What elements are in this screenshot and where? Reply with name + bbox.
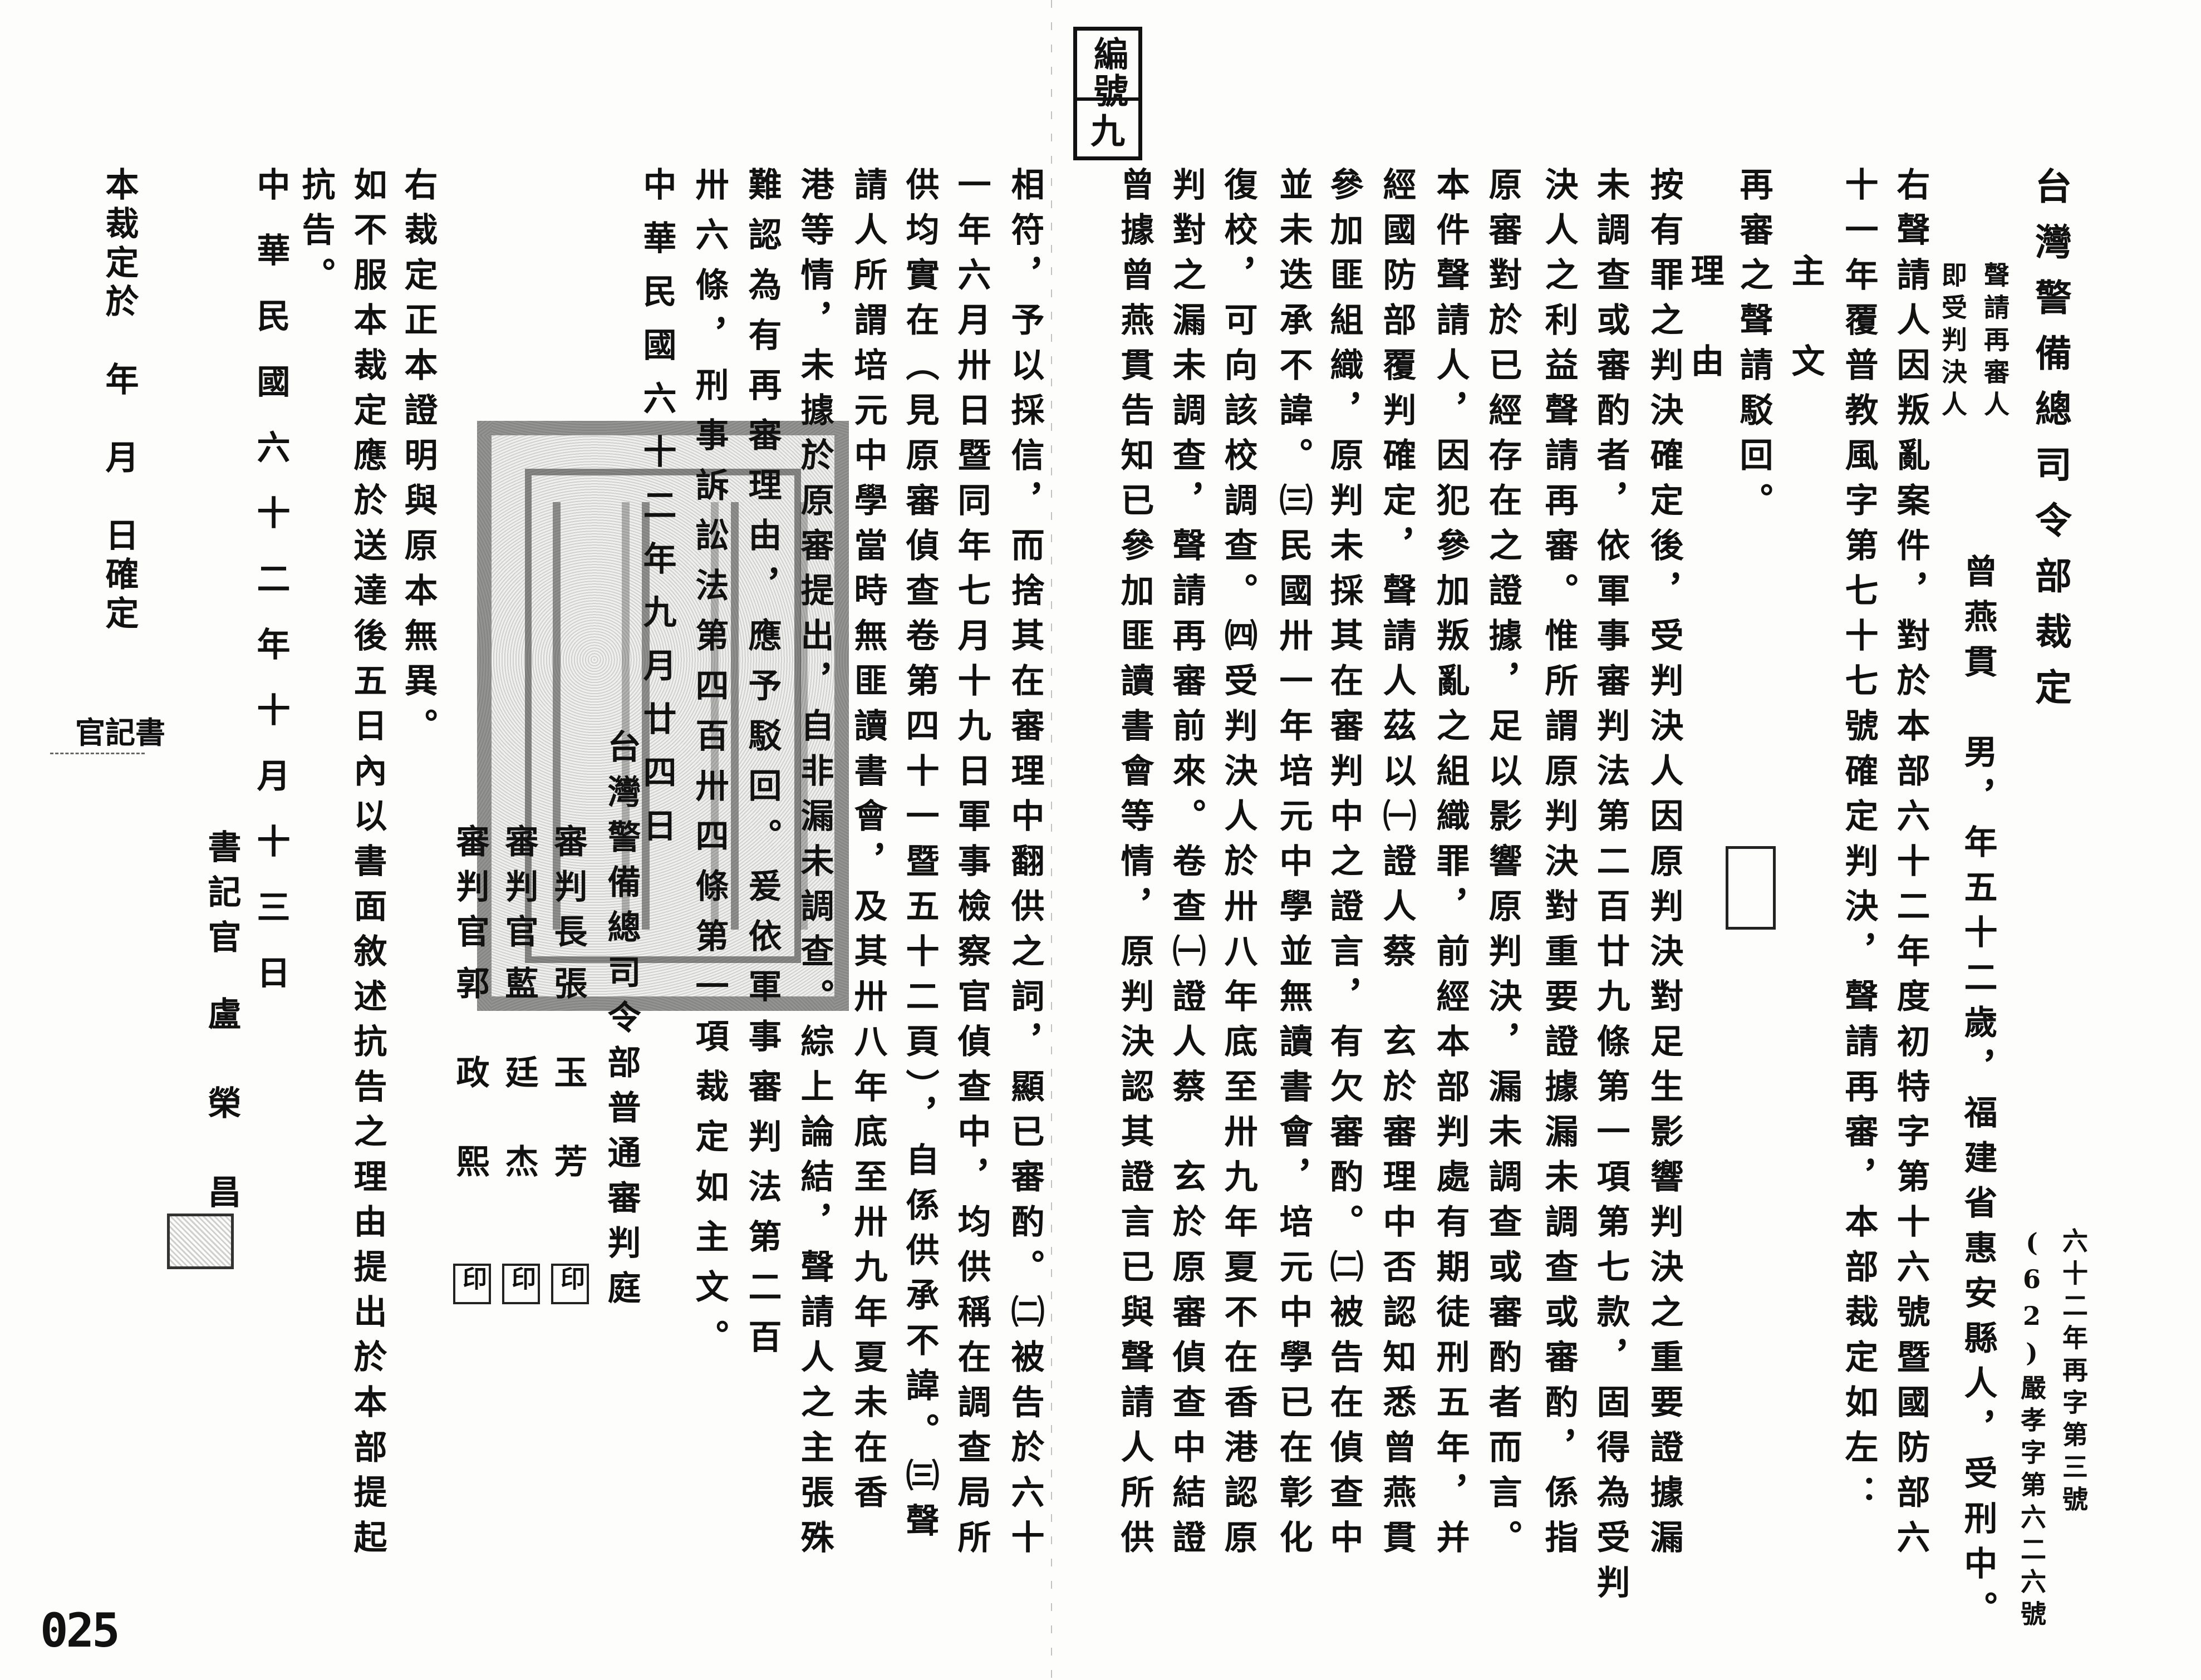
judge-seal: 印 xyxy=(502,1264,540,1304)
reason-heading: 理 由 xyxy=(1685,253,1724,389)
finality-clerk: 書記官 xyxy=(75,715,165,750)
reason-line: 相符，予以採信，而捨其在審理中翻供之詞，顯已審酌。㈡被告於六十 xyxy=(1005,167,1044,1565)
reason-line: 原審對於已經存在之證據，足以影響原判決，漏未調查或審酌者而言。 xyxy=(1483,167,1522,1565)
reason-line: 未調查或審酌者，依軍事審判法第二百廿九條第一項第七款，固得為受判 xyxy=(1591,167,1630,1610)
reason-line: 港等情，未據於原審提出，自非漏未調查。綜上論結，聲請人之主張殊 xyxy=(795,167,834,1565)
reason-line: 請人所謂培元中學當時無匪讀書會，及其卅八年底至卅九年夏未在香 xyxy=(848,167,887,1520)
intro-line-1: 右聲請人因叛亂案件，對於本部六十二年度初特字第十六號暨國防部六 xyxy=(1891,167,1930,1565)
judge-name: 藍 廷 杰 xyxy=(499,966,538,1188)
reason-line: 復校，可向該校調查。㈣受判決人於卅八年底至卅九年夏不在香港認原 xyxy=(1219,167,1257,1565)
reason-line: 一年六月卅日暨同年七月十九日軍事檢察官偵查中，均供稱在調查局所 xyxy=(952,167,991,1565)
reason-line: 判對之漏未調查，聲請再審前來。卷查㈠證人蔡 玄於原審偵查中結證 xyxy=(1167,167,1206,1565)
certification-text: 右裁定正本證明與原本無異。 xyxy=(399,167,438,753)
reason-line: 經國防部覆判確定，聲請人茲以㈠證人蔡 玄於審理中否認知悉曾燕貫 xyxy=(1377,167,1416,1565)
case-number-1: 六十二年再字第三號 xyxy=(2058,1227,2089,1518)
page-number: 025 xyxy=(40,1603,120,1658)
reason-line: 按有罪之判決確定後，受判決人因原判決對足生影響判決之重要證據漏 xyxy=(1644,167,1683,1565)
judge-name: 張 玉 芳 xyxy=(548,966,587,1188)
document-title: 台灣警備總司令部裁定 xyxy=(2029,167,2072,724)
clerk-title: 書記官 xyxy=(202,829,241,965)
page-fold-line xyxy=(1051,0,1052,1680)
clerk-name: 盧 榮 昌 xyxy=(202,996,241,1219)
reason-line: 卅六條，刑事訴訟法第四百卅四條第一項裁定如主文。 xyxy=(690,167,729,1369)
finality-underline xyxy=(50,753,145,754)
clerk-seal xyxy=(167,1214,234,1269)
judge-title: 審判官 xyxy=(499,824,538,959)
case-number-2: (62)嚴孝字第六二六號 xyxy=(2017,1227,2047,1633)
reason-line: 本件聲請人，因犯參加叛亂之組織罪，前經本部判處有期徒刑五年，并 xyxy=(1431,167,1470,1565)
reason-line: 參加匪組織，原判未採其在審判中之證言，有欠審酌。㈡被告在偵查中 xyxy=(1324,167,1363,1565)
reason-line: 曾據曾燕貫告知已參加匪讀書會等情，原判決認其證言已與聲請人所供 xyxy=(1115,167,1154,1565)
appeal-notice: 如不服本裁定應於送達後五日內以書面敘述抗告之理由提出於本部提起 xyxy=(348,167,387,1565)
reason-line: 並未迭承不諱。㈢民國卅一年培元中學並無讀書會，培元中學已在彰化 xyxy=(1274,167,1313,1565)
petitioner-label-2: 即受判決人 xyxy=(1938,262,1968,423)
petitioner-label-1: 聲請再審人 xyxy=(1980,262,2010,423)
judge-title: 審判官 xyxy=(450,824,489,959)
copy-date: 中華民國六十二年十月十三日 xyxy=(251,167,290,1021)
judge-seal: 印 xyxy=(551,1264,589,1304)
petitioner-details: 曾燕貫 男，年五十二歲，福建省惠安縣人，受刑中。 xyxy=(1958,554,1997,1636)
appeal-notice-end: 抗告。 xyxy=(296,167,335,302)
file-stamp-number: 九 xyxy=(1077,97,1138,153)
decision-date: 中華民國六十二年九月廿四日 xyxy=(637,167,676,862)
finality-note: 本裁定於 年 月 日確定 xyxy=(100,167,139,635)
judge-seal: 印 xyxy=(453,1264,491,1304)
judge-name: 郭 政 熙 xyxy=(450,966,489,1188)
judge-title: 審判長 xyxy=(548,824,587,959)
intro-line-2: 十一年覆普教風字第七十七號確定判決，聲請再審，本部裁定如左： xyxy=(1839,167,1878,1520)
main-text: 再審之聲請駁回。 xyxy=(1734,167,1773,528)
court-name: 台灣警備總司令部普通審判庭 xyxy=(602,729,641,1315)
file-number-stamp: 編號 九 xyxy=(1073,27,1142,160)
reason-line: 供均實在（見原審偵查卷第四十一暨五十二頁），自係供承不諱。㈢聲 xyxy=(900,167,939,1548)
main-heading: 主 文 xyxy=(1786,253,1825,389)
reason-line: 難認為有再審理由，應予駁回。爰依軍事審判法第二百 xyxy=(743,167,782,1369)
correction-seal xyxy=(1726,846,1776,930)
reason-line: 決人之利益聲請再審。惟所謂原判決對重要證據漏未調查或審酌，係指 xyxy=(1539,167,1578,1565)
